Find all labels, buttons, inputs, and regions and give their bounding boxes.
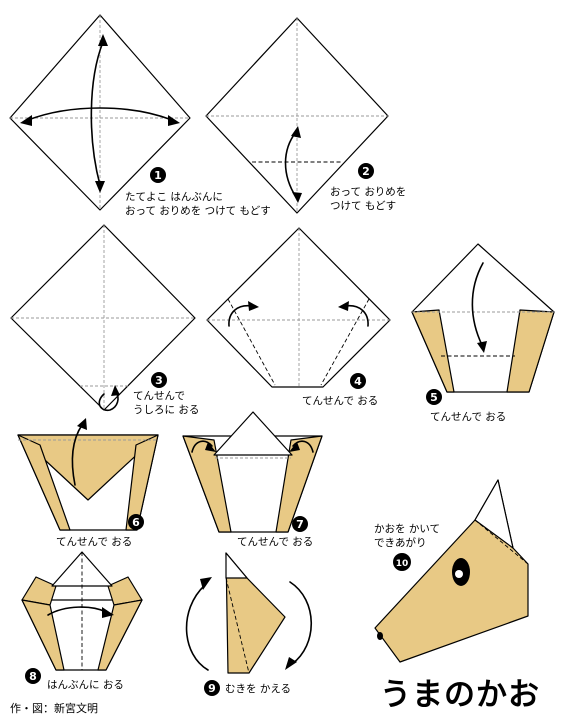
page-title: うまのかお	[380, 677, 540, 713]
step-7-text-line-1: てんせんで おる	[237, 536, 313, 548]
step-10-number: 10	[396, 559, 409, 569]
step-8-left-flap	[21, 599, 65, 671]
step-7-right-flap	[275, 435, 323, 533]
step-9-arrow-left	[185, 584, 209, 671]
step-7-arrow-left	[191, 440, 213, 453]
step-3-text-line-2: うしろに おる	[133, 404, 199, 416]
step-6-arrowhead	[77, 418, 87, 430]
step-4-number: 4	[354, 375, 362, 388]
step-9-number: 9	[208, 682, 216, 695]
step-10-number-badge	[393, 553, 411, 571]
step-4-arrowhead-right	[338, 301, 349, 311]
step-6-text-line-1: てんせんで おる	[56, 536, 132, 548]
step-9-arrowhead-right	[285, 657, 297, 670]
step-6-right-flap	[125, 434, 159, 531]
step-4-fold-line-right	[320, 298, 370, 386]
step-3-number: 3	[155, 374, 163, 387]
step-6-number: 6	[132, 516, 140, 529]
step-3-arrow-back	[98, 391, 119, 412]
step-7-arrowhead-left	[205, 442, 216, 452]
step-6: 6 てんせんで おる	[17, 418, 159, 548]
step-5-right-flap	[506, 309, 555, 393]
author-credit: 作・図：新宮文明	[10, 701, 98, 715]
step-2-arrowhead-bottom	[292, 192, 302, 203]
step-5-number: 5	[430, 391, 438, 404]
step-5-left-flap	[411, 309, 455, 393]
step-3-text-line-1: てんせんで	[133, 390, 185, 402]
step-8-number-badge	[25, 668, 41, 684]
step-7-point	[213, 411, 293, 456]
step-3: 3 てんせんで うしろに おる	[10, 224, 199, 416]
step-6-left-flap	[17, 434, 71, 531]
horse-ear	[474, 479, 514, 549]
step-5: 5 てんせんで おる	[411, 243, 555, 423]
step-2-arrowhead-top	[291, 126, 301, 138]
step-1-arrowhead-top	[98, 34, 108, 46]
step-1-text-line-2: おって おりめを つけて もどす	[125, 205, 271, 217]
step-2-text-line-1: おって おりめを	[330, 186, 406, 198]
step-9-ear	[225, 552, 248, 579]
step-7-left-flap	[182, 435, 232, 533]
step-4-number-badge	[350, 373, 366, 389]
step-1-arrowhead-bottom	[95, 181, 105, 193]
step-9-text-line-1: むきを かえる	[225, 683, 291, 695]
step-4-fold-line-left	[227, 298, 276, 386]
step-9-number-badge	[204, 680, 220, 696]
step-1-text-line-1: たてよこ はんぶんに	[125, 191, 223, 203]
step-10-text-line-1: かおを かいて	[374, 523, 440, 535]
step-4-arrowhead-left	[248, 301, 259, 311]
step-8-arrowhead	[102, 607, 114, 618]
horse-ear-line	[474, 519, 529, 565]
step-1-number: 1	[154, 169, 162, 182]
step-4-text-line-1: てんせんで おる	[302, 395, 378, 407]
step-8: 8 はんぶんに おる	[21, 551, 143, 691]
step-3-arrowhead	[111, 385, 120, 396]
step-7-number: 7	[296, 518, 304, 531]
step-8-number: 8	[29, 670, 37, 683]
step-5-number-badge	[426, 389, 442, 405]
step-9: 9 むきを かえる	[185, 552, 312, 696]
step-7-number-badge	[292, 516, 308, 532]
step-6-top-flap	[17, 434, 159, 501]
horse-eye-highlight	[455, 570, 463, 578]
step-3-paper	[10, 224, 196, 411]
step-2-arrow	[284, 131, 297, 198]
step-7-arrowhead-right	[289, 442, 300, 452]
step-5-text-line-1: てんせんで おる	[430, 411, 506, 423]
step-9-arrow-right	[289, 581, 312, 665]
step-10-text-line-2: できあがり	[374, 536, 427, 549]
step-2-number: 2	[362, 165, 370, 178]
step-10: かおを かいて できあがり 10	[374, 479, 529, 663]
step-1-arrow-horizontal	[27, 107, 173, 121]
step-5-arrow	[471, 262, 484, 346]
step-7-arrow-right	[292, 440, 314, 453]
step-5-arrowhead	[477, 341, 487, 353]
step-1-arrowhead-right	[168, 115, 180, 126]
step-9-arrowhead-left	[200, 577, 212, 590]
step-4: 4 てんせんで おる	[206, 227, 391, 407]
horse-face	[374, 479, 529, 663]
step-3-number-badge	[151, 372, 167, 388]
horse-nostril	[377, 632, 383, 640]
step-2-text-line-2: つけて もどす	[330, 200, 396, 212]
step-2-number-badge	[358, 163, 374, 179]
step-2: 2 おって おりめを つけて もどす	[205, 17, 406, 214]
step-8-text-line-1: はんぶんに おる	[47, 679, 124, 691]
step-9-inner-line	[225, 577, 250, 674]
step-6-number-badge	[128, 514, 144, 530]
step-1-arrowhead-left	[20, 115, 32, 126]
step-1-arrow-vertical	[90, 41, 104, 186]
step-8-right-flap	[97, 599, 143, 671]
step-1: 1 たてよこ はんぶんに おって おりめを つけて もどす	[9, 14, 271, 217]
step-7: 7 てんせんで おる	[182, 411, 323, 548]
step-6-arrow	[71, 424, 83, 486]
step-4-paper	[206, 227, 391, 388]
step-1-number-badge	[150, 167, 166, 183]
